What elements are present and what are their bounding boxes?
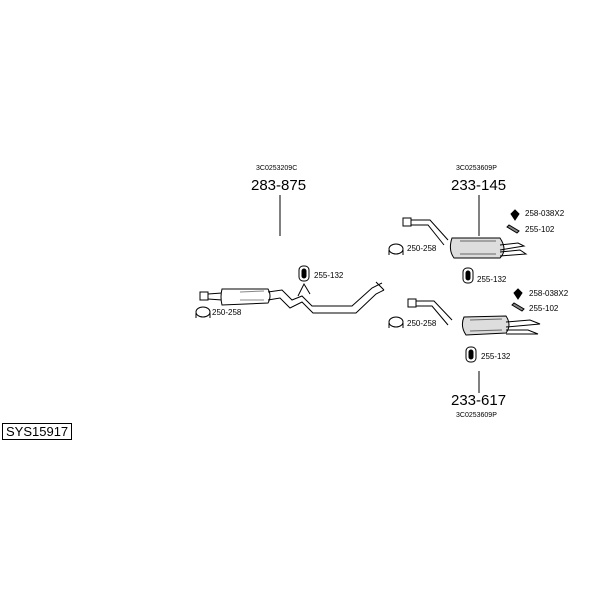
upper-part-number: 233-145 — [451, 177, 507, 194]
lower-holder-label: 255-102 — [529, 304, 559, 313]
lower-muffler-assembly — [407, 298, 541, 336]
front-hanger-label: 255-132 — [314, 271, 344, 280]
lower-clamp-icon — [388, 316, 404, 328]
upper-holder-icon — [506, 224, 520, 234]
upper-muffler-assembly — [402, 217, 528, 259]
front-part-number: 283-875 — [251, 177, 307, 194]
upper-clamp-label: 250-258 — [407, 244, 437, 253]
lower-holder-icon — [511, 302, 525, 312]
front-oem-label: 3C0253209C — [256, 165, 298, 172]
upper-hanger-label: 255-132 — [477, 275, 507, 284]
lower-bracket-label: 258-038X2 — [529, 289, 569, 298]
front-hanger-icon — [298, 265, 310, 282]
system-code-label: SYS15917 — [2, 423, 73, 440]
front-clamp-label: 250-258 — [212, 308, 242, 317]
lower-oem-label: 3C0253609P — [456, 412, 497, 419]
lower-hanger-icon — [465, 346, 477, 363]
upper-bracket-icon — [510, 209, 520, 221]
upper-oem-label: 3C0253609P — [456, 165, 497, 172]
upper-hanger-icon — [462, 267, 474, 284]
upper-clamp-icon — [388, 243, 404, 255]
lower-bracket-icon — [513, 288, 523, 300]
upper-bracket-label: 258-038X2 — [525, 209, 565, 218]
lower-hanger-label: 255-132 — [481, 352, 511, 361]
front-clamp-icon — [195, 306, 211, 318]
front-pipe-assembly — [199, 281, 385, 314]
lower-clamp-label: 250-258 — [407, 319, 437, 328]
upper-holder-label: 255-102 — [525, 225, 555, 234]
lower-part-number: 233-617 — [451, 392, 507, 409]
